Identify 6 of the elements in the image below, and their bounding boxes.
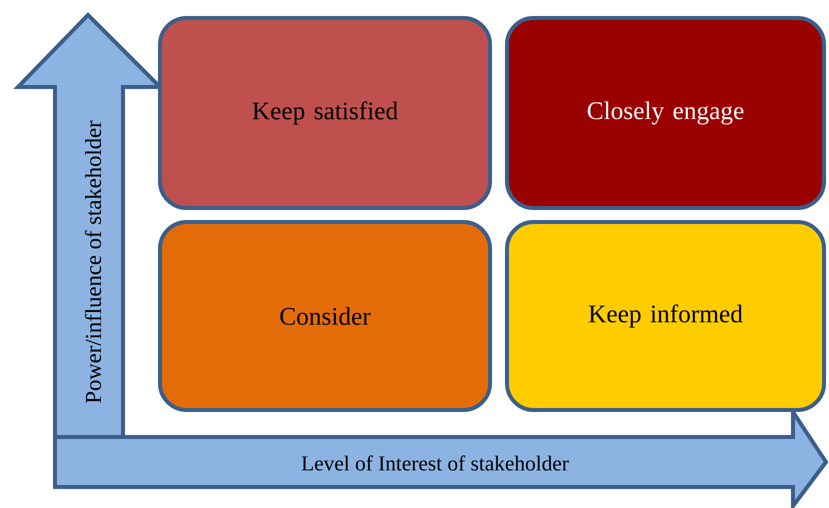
quadrant-box: Closely engage bbox=[504, 16, 826, 210]
quadrant-box: Keep informed bbox=[504, 220, 826, 412]
quadrant-box: Keep satisfied bbox=[158, 16, 492, 210]
axis-label: Power/influence of stakeholder bbox=[84, 120, 102, 403]
axis-label: Level of Interest of stakeholder bbox=[302, 455, 569, 471]
quadrant-box: Consider bbox=[158, 220, 492, 412]
